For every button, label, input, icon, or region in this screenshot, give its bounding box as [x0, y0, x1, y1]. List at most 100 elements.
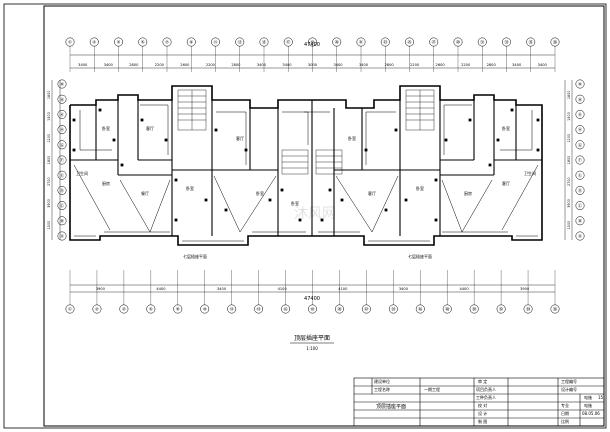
axis-bubble-top: ㉗ — [429, 37, 439, 47]
watermark: 沐风网 — [294, 206, 336, 222]
axis-bubble-bottom: ⑯ — [281, 304, 291, 314]
axis-bubble-right-circle — [575, 201, 585, 211]
axis-bubble-bottom: ① — [65, 304, 75, 314]
tb-design-no-label: 设计编号 — [561, 387, 577, 392]
tb-date-value: 08.05.06 — [582, 411, 600, 416]
axis-bubble-bottom-label: ① — [68, 307, 72, 312]
room-labels: 卧室客厅厨房卫生间餐厅卧室客厅卧室卧室卧室客厅卧室厨房卧室卫生间客厅 — [76, 125, 536, 206]
axis-bubble-right-label: Ⓔ — [578, 172, 583, 179]
socket-symbol — [224, 208, 228, 212]
socket-symbol — [488, 163, 492, 167]
room-label: 卧室 — [256, 190, 264, 196]
axis-bubble-top: ⑰ — [283, 37, 293, 47]
socket-symbol — [394, 128, 398, 132]
axis-bubble-right-circle — [575, 109, 585, 119]
socket-symbol — [536, 118, 540, 122]
dim-label-right: 1500 — [567, 221, 571, 230]
socket-symbol — [112, 138, 116, 142]
dim-label-right: 1800 — [567, 156, 571, 165]
dim-label-bottom: 4100 — [278, 287, 288, 291]
axis-bubble-top: ㉓ — [380, 37, 390, 47]
sub-label-right: 七层插座平面 — [408, 253, 432, 259]
socket-symbol — [98, 108, 102, 112]
sub-label-left: 七层插座平面 — [183, 253, 207, 259]
axis-bubble-top: ⑬ — [235, 37, 245, 47]
axis-bubble-top-label: ⑬ — [238, 39, 243, 46]
axis-bubble-top-label: ⑪ — [213, 39, 218, 46]
axis-bubble-bottom-label: ㉜ — [499, 306, 504, 313]
axis-bubble-top: ⑤ — [138, 37, 148, 47]
axis-bubble-bottom: ⑧ — [173, 304, 183, 314]
axis-bubble-top: ⑨ — [186, 37, 196, 47]
axis-bubble-right-label: Ⓜ — [578, 96, 583, 103]
axis-bubble-right: Ⓗ — [575, 125, 585, 135]
room-label: 客厅 — [146, 125, 154, 131]
dim-label-left: 1800 — [47, 91, 51, 100]
axis-bubble-bottom: ㉔ — [388, 304, 398, 314]
dim-label-top: 3400 — [512, 63, 522, 67]
socket-symbol — [72, 118, 76, 122]
axis-bubble-top-label: ㉛ — [480, 39, 485, 46]
dim-label-top: 3400 — [78, 63, 88, 67]
socket-symbol — [280, 188, 284, 192]
axis-bubble-right-circle — [575, 231, 585, 241]
axis-bubble-left-label: Ⓖ — [60, 141, 65, 148]
axis-bubble-bottom-label: ⑧ — [176, 307, 180, 312]
axis-bubble-bottom-label: ㉖ — [418, 306, 423, 313]
drawing-title: 顶层插座平面 — [294, 334, 330, 342]
axis-bubble-top-label: ⑰ — [286, 39, 291, 46]
tb-scale-label: 比例 — [561, 419, 569, 424]
axis-bubble-right-label: Ⓐ — [578, 233, 583, 240]
axis-bubble-top-label: ⑨ — [189, 40, 193, 45]
room-label: 客厅 — [236, 135, 244, 141]
dim-label-top: 2200 — [206, 63, 216, 67]
socket-symbol — [320, 218, 324, 222]
axis-bubble-top: ⑳ — [332, 37, 342, 47]
room-label: 客厅 — [502, 180, 510, 186]
tb-client-label: 建设单位 — [374, 379, 390, 384]
axis-bubble-right-label: Ⓓ — [578, 187, 583, 194]
socket-symbol — [404, 198, 408, 202]
dim-label-top: 2600 — [436, 63, 446, 67]
room-label: 卧室 — [348, 135, 356, 141]
tb-date-label: 日期 — [561, 411, 569, 416]
axis-bubble-bottom-label: ㉔ — [391, 306, 396, 313]
sheet-inner-border — [43, 5, 605, 427]
room-label: 餐厅 — [141, 190, 149, 196]
axis-bubble-right: Ⓒ — [575, 201, 585, 211]
overall-dimension-bottom: 47400 — [304, 296, 320, 302]
axis-bubble-left: Ⓖ — [57, 140, 67, 150]
axis-bubble-bottom: ㉜ — [496, 304, 506, 314]
dim-label-right: 3900 — [567, 199, 571, 208]
axis-bubble-top-label: ㉙ — [456, 39, 461, 46]
axis-bubble-top: ㉙ — [453, 37, 463, 47]
axis-bubble-right-circle — [575, 125, 585, 135]
socket-symbol — [536, 148, 540, 152]
axis-bubble-right-circle — [575, 185, 585, 195]
axis-bubble-bottom: ⑳ — [334, 304, 344, 314]
axis-bubble-left: Ⓕ — [57, 155, 67, 165]
tb-approve-label: 审 定 — [478, 379, 488, 384]
axis-bubble-top: ㉟ — [526, 37, 536, 47]
axis-bubble-right: Ⓜ — [575, 94, 585, 104]
axis-bubble-top-label: ㉝ — [504, 39, 509, 46]
outer-wall-left-unit — [69, 85, 312, 246]
axis-bubble-top-label: ㉟ — [529, 39, 534, 46]
socket-symbol — [164, 138, 168, 142]
dim-label-top: 3400 — [359, 63, 369, 67]
axis-bubble-left: Ⓗ — [57, 125, 67, 135]
axis-bubble-top-label: ⑳ — [335, 39, 340, 46]
dim-label-top: 2200 — [461, 63, 471, 67]
tb-draw-label: 制 图 — [478, 419, 488, 424]
axis-bubble-bottom-label: ⑱ — [310, 306, 315, 313]
axis-bubble-right-circle — [575, 155, 585, 165]
dim-label-right: 2700 — [567, 177, 571, 186]
axis-bubble-top-label: ㉕ — [407, 39, 412, 46]
axis-bubble-right: Ⓝ — [575, 79, 585, 89]
room-label: 卧室 — [416, 185, 424, 191]
socket-symbols — [72, 108, 540, 222]
dim-label-top: 3400 — [104, 63, 114, 67]
axis-bubble-top: ③ — [114, 37, 123, 47]
